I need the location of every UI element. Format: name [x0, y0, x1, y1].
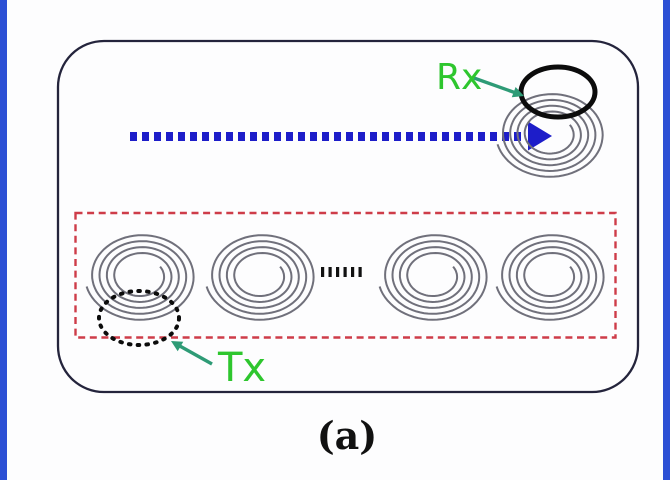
- tx-pointer-arrowhead-icon: [171, 341, 184, 352]
- rx-marker-ellipse: [518, 64, 598, 120]
- tx-pointer-line: [177, 343, 213, 366]
- rx-label: Rx: [436, 57, 482, 98]
- motion-arrowhead-icon: [528, 121, 552, 151]
- rx-pointer-line: [473, 76, 517, 95]
- tx-coil-4: [495, 234, 605, 321]
- right-edge-bar: [663, 0, 670, 480]
- tx-coil-3: [378, 234, 488, 321]
- figure-caption: (a): [317, 413, 378, 458]
- tx-coil-1: [85, 234, 195, 321]
- tx-array-boundary: [74, 211, 617, 339]
- left-edge-bar: [0, 0, 7, 480]
- tx-coil-2: [205, 234, 315, 321]
- device-outline: [56, 39, 640, 394]
- rx-pointer-arrowhead-icon: [511, 87, 524, 98]
- tx-marker-ellipse: [97, 289, 181, 347]
- tx-label: Tx: [217, 345, 266, 391]
